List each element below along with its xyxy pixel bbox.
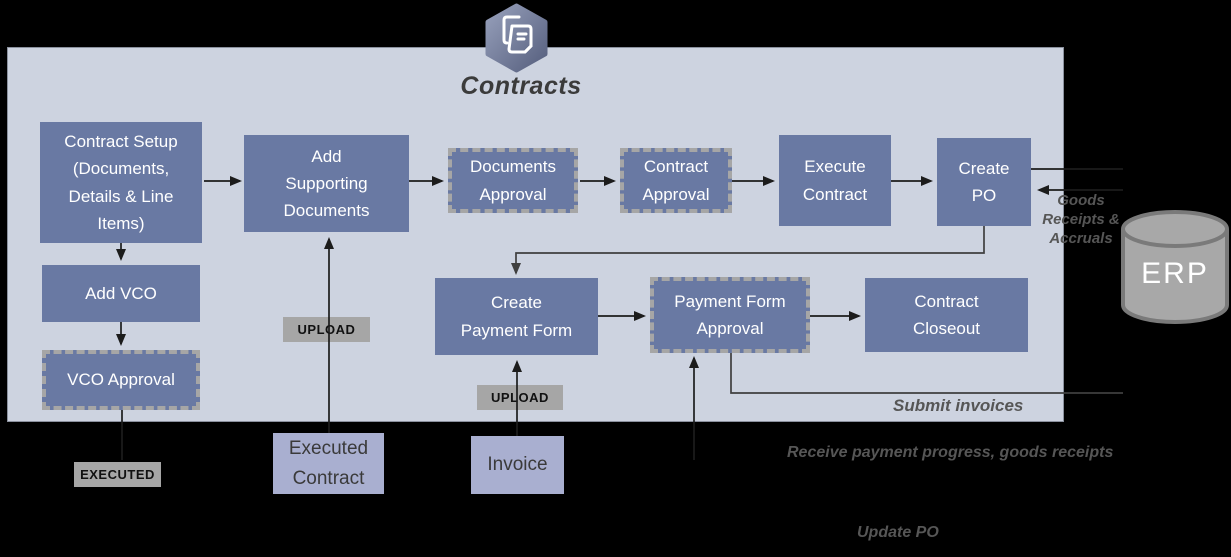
annotation-goods-receipts-accruals: Goods Receipts & Accruals	[1042, 192, 1120, 247]
process-box-vco-approval: VCO Approval	[42, 350, 200, 410]
tag-executed: EXECUTED	[74, 462, 161, 487]
erp-database: ERP	[1121, 210, 1229, 324]
annotation-receive-payment-progress: Receive payment progress, goods receipts	[787, 444, 1114, 461]
annotation-update-po: Update PO	[857, 524, 939, 541]
process-box-create-po: Create PO	[937, 138, 1031, 226]
tag-upload-1: UPLOAD	[283, 317, 370, 342]
process-box-add-vco: Add VCO	[42, 265, 200, 322]
diagram-title: Contracts	[460, 72, 582, 100]
contracts-documents-icon	[485, 3, 548, 73]
process-box-payment-form-approval: Payment Form Approval	[650, 277, 810, 353]
cylinder-top	[1121, 210, 1229, 248]
copy-documents-glyph	[502, 15, 533, 54]
annotation-submit-invoices: Submit invoices	[893, 396, 1024, 415]
tag-upload-2: UPLOAD	[477, 385, 563, 410]
hexagon-shape	[485, 3, 548, 73]
artifact-box-executed-contract: Executed Contract	[273, 433, 384, 494]
process-box-add-supporting-documents: Add Supporting Documents	[244, 135, 409, 232]
process-box-create-payment-form: Create Payment Form	[435, 278, 598, 355]
artifact-box-invoice: Invoice	[471, 436, 564, 494]
cylinder-body	[1121, 229, 1229, 324]
process-box-contract-closeout: Contract Closeout	[865, 278, 1028, 352]
erp-label: ERP	[1141, 257, 1209, 290]
process-box-contract-approval: Contract Approval	[620, 148, 732, 213]
process-box-execute-contract: Execute Contract	[779, 135, 891, 226]
process-box-contract-setup: Contract Setup (Documents, Details & Lin…	[40, 122, 202, 243]
process-box-documents-approval: Documents Approval	[448, 148, 578, 213]
